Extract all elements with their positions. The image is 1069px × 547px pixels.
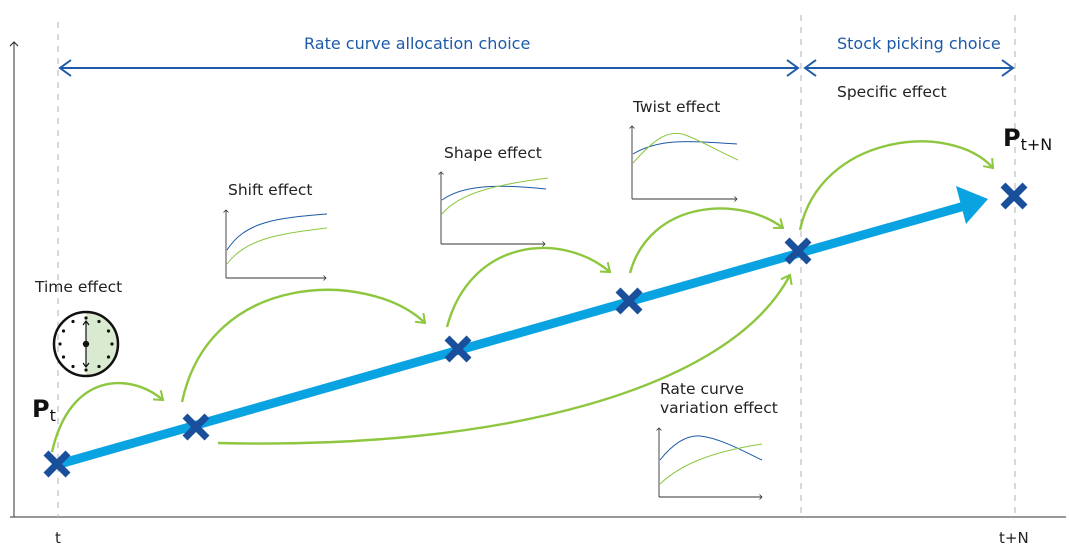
end-portfolio-label: Pt+N (1003, 124, 1053, 154)
allocation-range-arrow (58, 59, 800, 77)
start-portfolio-label: Pt (32, 395, 56, 425)
rate-curve-variation-mini-chart (656, 427, 763, 500)
shift-effect-arc (180, 288, 427, 403)
marker-3 (444, 335, 472, 363)
shape-effect-label: Shape effect (444, 144, 542, 162)
specific-effect-label: Specific effect (837, 83, 947, 101)
marker-5 (784, 237, 812, 265)
shift-effect-label: Shift effect (228, 181, 313, 199)
performance-path-head (956, 186, 988, 224)
twist-effect-arc (628, 207, 785, 274)
rate-curve-variation-label-line2: variation effect (660, 399, 778, 417)
rate-curve-variation-label-line1: Rate curve (660, 380, 744, 398)
twist-effect-label: Twist effect (633, 98, 721, 116)
time-effect-arc (50, 381, 165, 453)
rate-curve-variation-arc (217, 273, 793, 445)
stock-picking-label: Stock picking choice (837, 34, 1001, 53)
stock-picking-range-arrow (803, 59, 1015, 77)
shape-effect-arc (445, 246, 612, 328)
specific-effect-arc (798, 140, 995, 231)
marker-2 (182, 413, 210, 441)
rate-curve-allocation-label: Rate curve allocation choice (304, 34, 531, 53)
shape-effect-mini-chart (438, 171, 549, 247)
x-axis-end-label: t+N (999, 529, 1029, 547)
clock-icon (52, 310, 120, 378)
shift-effect-mini-chart (223, 209, 328, 281)
marker-4 (615, 287, 643, 315)
x-axis-start-label: t (55, 529, 61, 547)
marker-end (1000, 182, 1028, 210)
performance-path (54, 200, 970, 470)
time-effect-label: Time effect (35, 278, 123, 296)
twist-effect-mini-chart (629, 125, 739, 202)
marker-start (43, 450, 71, 478)
